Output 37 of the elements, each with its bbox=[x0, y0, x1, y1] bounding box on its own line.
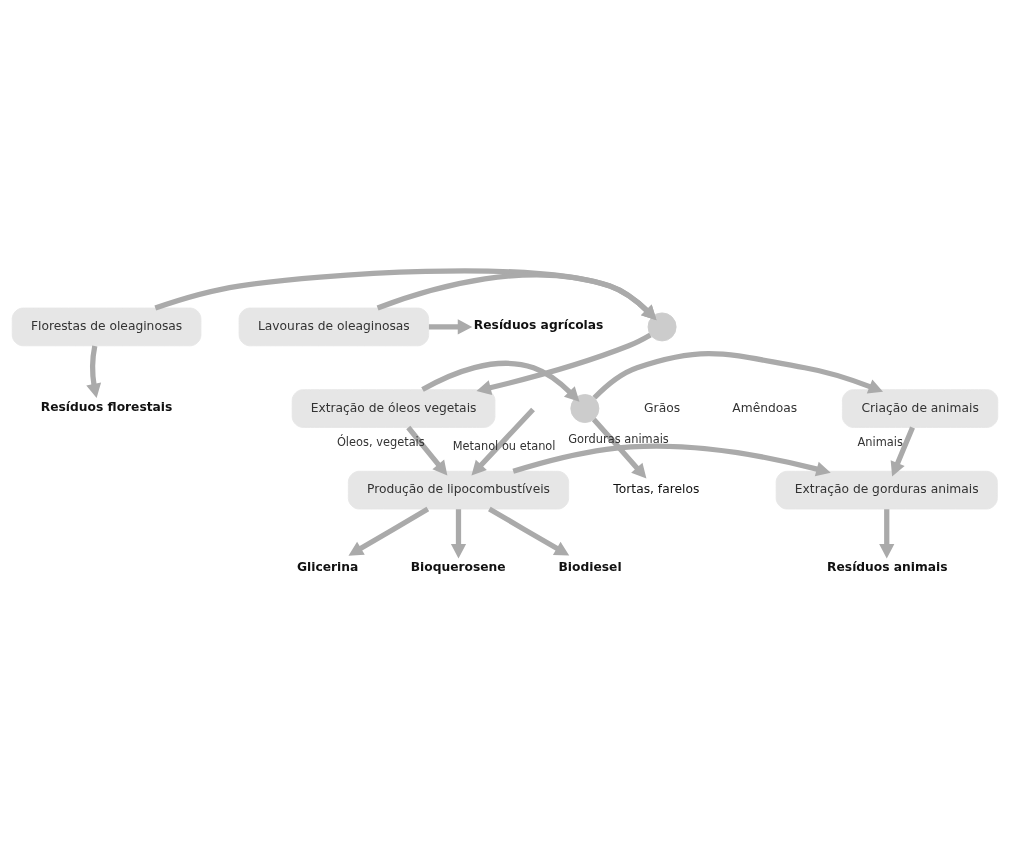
edge-label: Óleos, vegetais bbox=[336, 435, 425, 450]
label: Grãos bbox=[644, 400, 681, 415]
node-box: Extração de óleos vegetais bbox=[291, 389, 496, 428]
node-text: Tortas, farelos bbox=[613, 482, 700, 497]
edge-label: Metanol ou etanol bbox=[452, 438, 556, 453]
node-text: Biodiesel bbox=[558, 560, 622, 575]
node-text: Resíduos agrícolas bbox=[473, 318, 604, 333]
node-box: Extração de gorduras animais bbox=[775, 470, 998, 510]
node-text: Resíduos florestais bbox=[40, 399, 173, 414]
arrow bbox=[879, 509, 895, 559]
arrow bbox=[421, 360, 580, 402]
arrow bbox=[376, 272, 657, 321]
arrow bbox=[86, 345, 102, 399]
arrow bbox=[406, 425, 448, 476]
edge-label: Animais bbox=[857, 435, 903, 450]
node-box: Criação de animais bbox=[842, 389, 999, 428]
node-text: Resíduos animais bbox=[827, 560, 948, 575]
node-box: Florestas de oleaginosas bbox=[11, 307, 202, 347]
arrow bbox=[450, 509, 467, 559]
node-box: Produção de lipocombustíveis bbox=[347, 470, 570, 510]
edge-label: Gorduras animais bbox=[568, 432, 669, 447]
arrow bbox=[488, 506, 570, 556]
node-box: Lavouras de oleaginosas bbox=[238, 307, 430, 347]
arrow bbox=[476, 332, 652, 396]
node-circle bbox=[647, 312, 677, 342]
arrow bbox=[591, 417, 647, 479]
arrow bbox=[890, 426, 915, 477]
arrow bbox=[348, 506, 430, 556]
arrow bbox=[592, 351, 883, 400]
arrow bbox=[471, 407, 535, 476]
node-circle bbox=[570, 394, 600, 423]
arrow bbox=[428, 319, 473, 335]
arrow bbox=[512, 443, 831, 477]
node-text: Bioquerosene bbox=[410, 560, 506, 575]
node-text: Glicerina bbox=[297, 560, 359, 575]
label: Amêndoas bbox=[732, 400, 798, 415]
arrow bbox=[154, 268, 657, 321]
